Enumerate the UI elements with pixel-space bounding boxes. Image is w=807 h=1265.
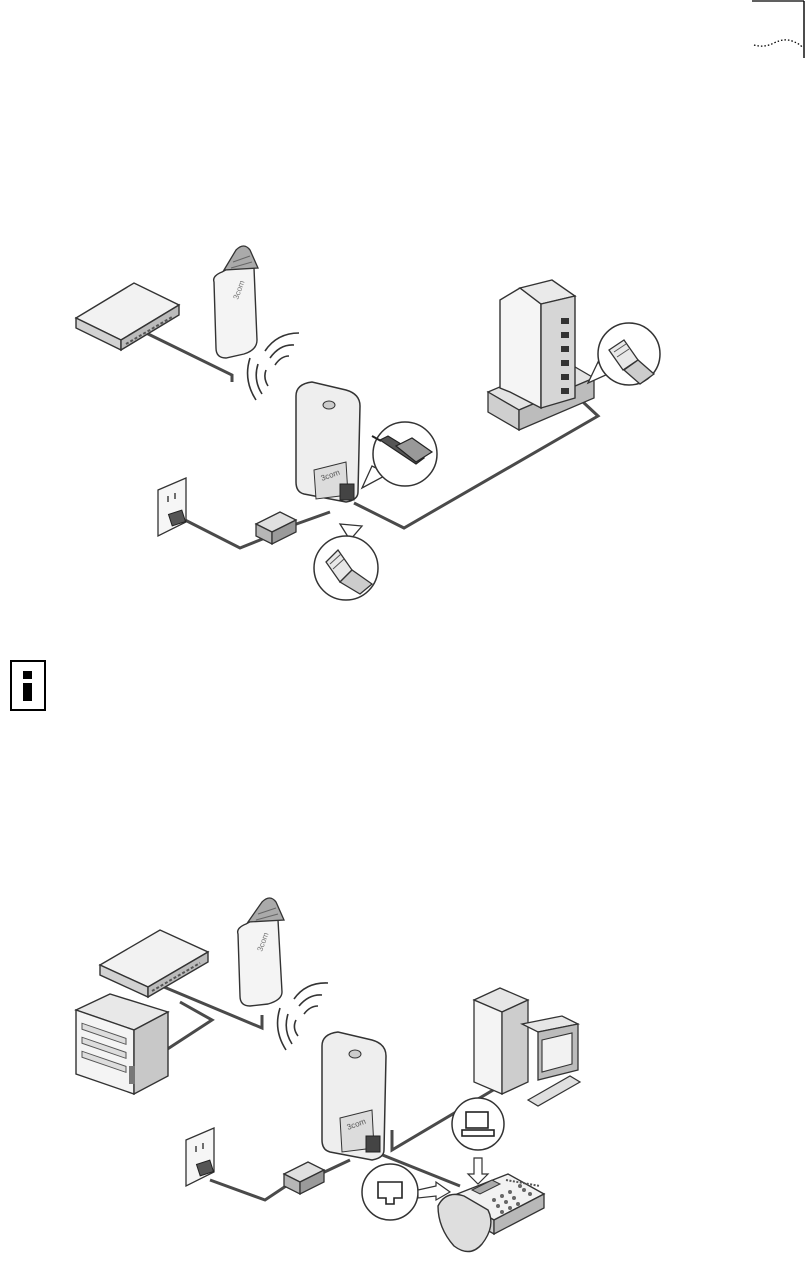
svg-text:3com: 3com xyxy=(255,931,270,953)
info-icon xyxy=(10,660,46,711)
wall-outlet-icon xyxy=(158,478,186,536)
wireless-access-point-icon: 3com xyxy=(238,898,284,1006)
wireless-signal-icon xyxy=(278,983,328,1050)
ethernet-port-callout xyxy=(314,524,378,600)
power-plug-callout xyxy=(362,422,437,488)
rj45-connector-callout xyxy=(588,323,660,385)
ip-phone-icon xyxy=(438,1174,544,1252)
wireless-bridge-icon: 3com xyxy=(296,382,360,502)
wall-outlet-icon xyxy=(186,1128,214,1186)
power-adapter-icon xyxy=(256,512,296,544)
network-port-callout xyxy=(362,1164,450,1220)
ethernet-switch-icon xyxy=(488,280,594,430)
wireless-access-point-icon: 3com xyxy=(214,246,258,358)
wireless-bridge-icon: 3com xyxy=(322,1032,386,1160)
computer-port-callout xyxy=(452,1098,504,1184)
hub-icon xyxy=(100,930,208,997)
network-port-icon xyxy=(378,1182,402,1204)
computer-port-icon xyxy=(462,1112,494,1136)
power-adapter-icon xyxy=(284,1162,324,1194)
desktop-computer-icon xyxy=(474,988,580,1106)
svg-text:3com: 3com xyxy=(346,1117,368,1132)
cables xyxy=(152,982,510,1200)
server-icon xyxy=(76,994,168,1094)
top-network-diagram: 3com 3com xyxy=(0,0,807,620)
